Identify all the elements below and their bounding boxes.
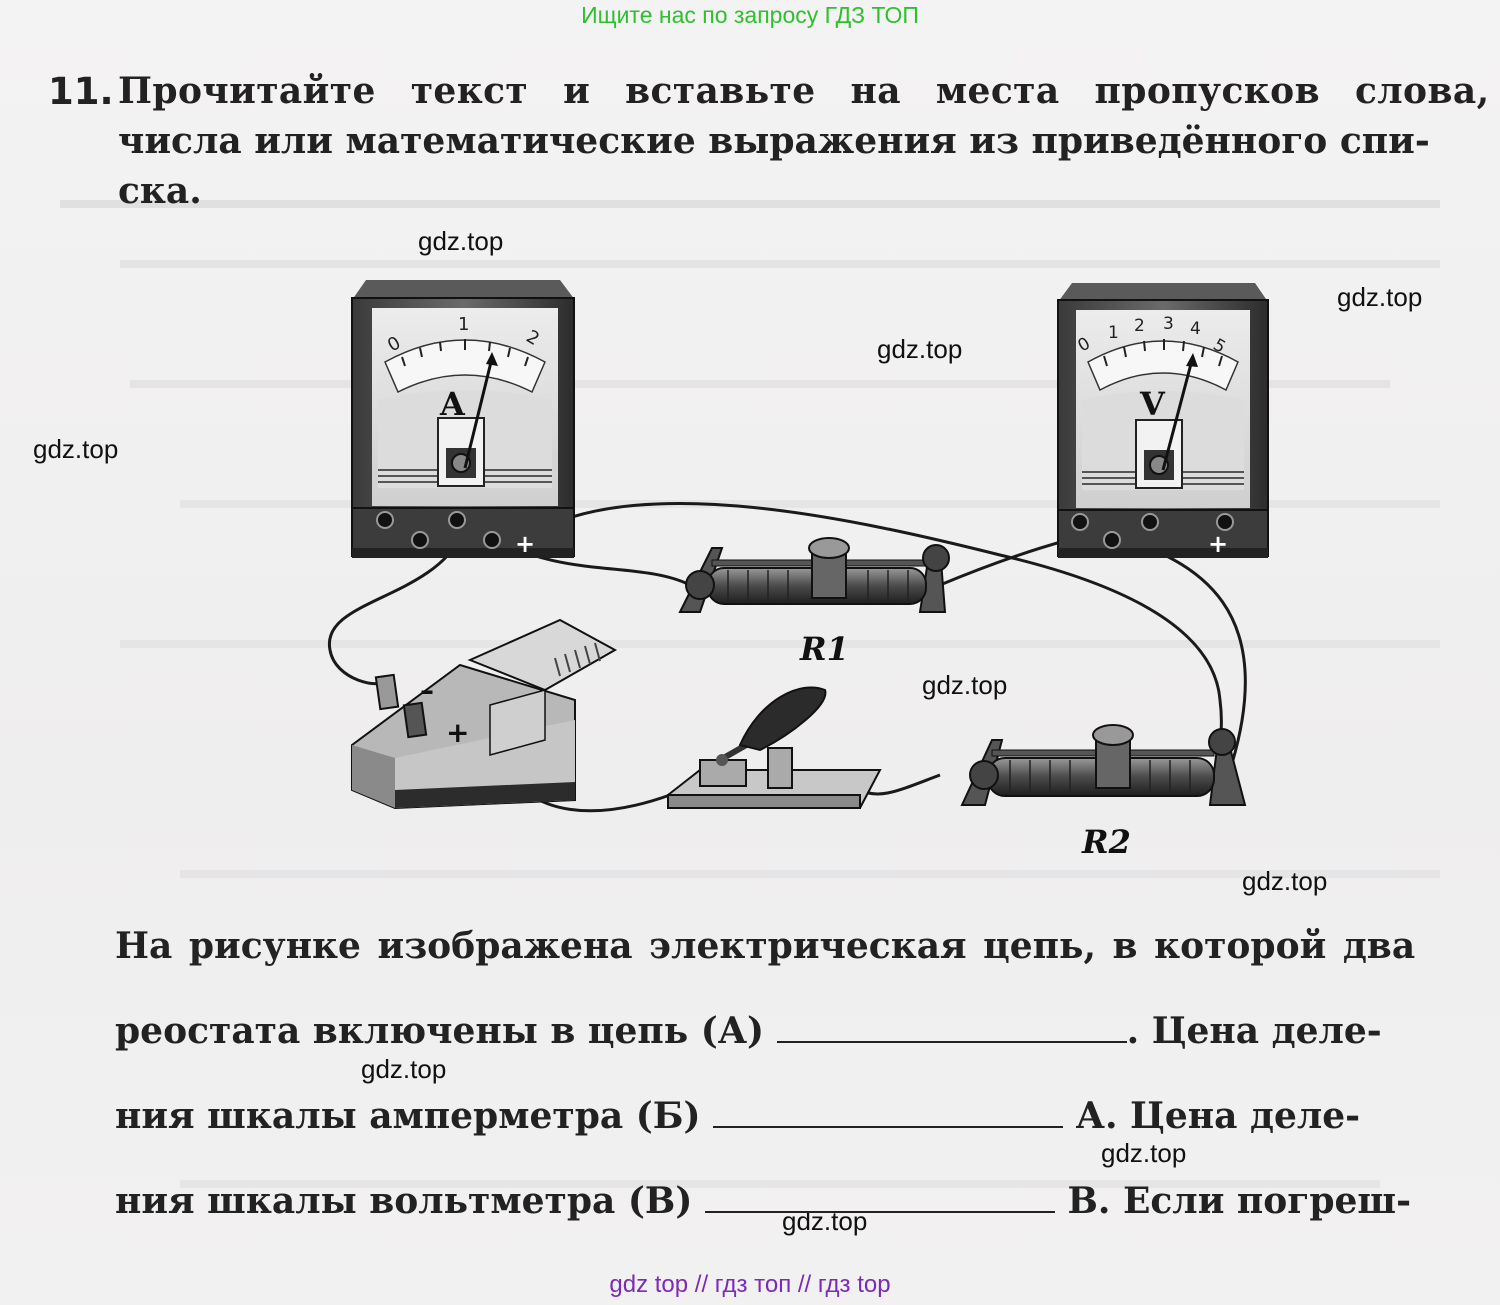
voltmeter-scale-4: 4 xyxy=(1190,319,1201,339)
watermark: gdz.top xyxy=(877,334,963,364)
voltmeter: 0 1 2 3 4 5 V + xyxy=(1057,283,1269,558)
task-number: 11. xyxy=(48,70,114,113)
bleed-through-decoration xyxy=(180,870,1440,878)
ammeter-scale-1: 1 xyxy=(458,314,469,335)
paragraph-line-2: реостата включены в цепь (А) . Цена деле… xyxy=(115,1010,1382,1052)
paragraph-line-4-text: ния шкалы вольтметра (В) xyxy=(115,1180,693,1222)
bleed-through-decoration xyxy=(120,260,1440,268)
watermark: gdz.top xyxy=(33,434,119,464)
rheostat-r1: R1 xyxy=(678,537,950,668)
voltmeter-scale-2: 2 xyxy=(1134,316,1145,336)
paragraph-line-4: ния шкалы вольтметра (В) В. Если погреш- xyxy=(115,1180,1411,1222)
footer-links[interactable]: gdz top // гдз топ // гдз top xyxy=(609,1271,891,1298)
power-supply: – + xyxy=(351,618,618,810)
task-text-line-2: числа или математические выражения из пр… xyxy=(118,120,1430,162)
rheostat-r2-label: R2 xyxy=(1081,823,1131,861)
knife-switch xyxy=(667,686,882,809)
paragraph-line-2-tail: . Цена деле- xyxy=(1126,1010,1382,1052)
bleed-through-decoration xyxy=(60,200,1440,208)
ammeter-letter: A xyxy=(439,385,466,423)
circuit-figure: 0 1 2 A + 0 1 2 3 4 5 xyxy=(327,280,1269,861)
paragraph-line-3-text: ния шкалы амперметра (Б) xyxy=(115,1095,701,1137)
bleed-through-decoration xyxy=(180,500,1440,508)
watermark: gdz.top xyxy=(361,1054,447,1084)
voltmeter-plus-sign: + xyxy=(1208,530,1228,558)
bleed-through-decoration xyxy=(120,640,1440,648)
bleed-through-decoration xyxy=(180,1180,1380,1188)
blank-b[interactable] xyxy=(713,1096,1064,1128)
paragraph-line-3: ния шкалы амперметра (Б) А. Цена деле- xyxy=(115,1095,1360,1137)
paragraph-line-3-tail: А. Цена деле- xyxy=(1075,1095,1361,1137)
bleed-through-decoration xyxy=(130,380,1390,388)
watermark: gdz.top xyxy=(1337,282,1423,312)
watermark: gdz.top xyxy=(1101,1138,1187,1168)
blank-a[interactable] xyxy=(776,1011,1127,1043)
task-text-line-1: Прочитайте текст и вставьте на места про… xyxy=(118,70,1490,112)
voltmeter-scale-1: 1 xyxy=(1108,323,1119,343)
paragraph-line-4-tail: В. Если погреш- xyxy=(1067,1180,1412,1222)
voltmeter-scale-3: 3 xyxy=(1163,314,1174,334)
watermark: gdz.top xyxy=(922,670,1008,700)
watermark: gdz.top xyxy=(1242,866,1328,896)
ammeter: 0 1 2 A + xyxy=(351,280,575,558)
voltmeter-letter: V xyxy=(1139,385,1166,423)
rheostat-r1-label: R1 xyxy=(799,630,849,668)
power-plus-sign: + xyxy=(446,716,469,749)
power-minus-sign: – xyxy=(420,674,434,707)
paragraph-line-2-text: реостата включены в цепь (А) xyxy=(115,1010,765,1052)
task-text-line-3: ска. xyxy=(118,170,202,212)
search-banner[interactable]: Ищите нас по запросу ГДЗ ТОП xyxy=(581,2,919,28)
ammeter-plus-sign: + xyxy=(515,530,535,558)
rheostat-r2: R2 xyxy=(960,724,1247,861)
paragraph-line-1: На рисунке изображена электрическая цепь… xyxy=(115,925,1416,967)
blank-c[interactable] xyxy=(704,1181,1055,1213)
watermark: gdz.top xyxy=(418,226,504,256)
